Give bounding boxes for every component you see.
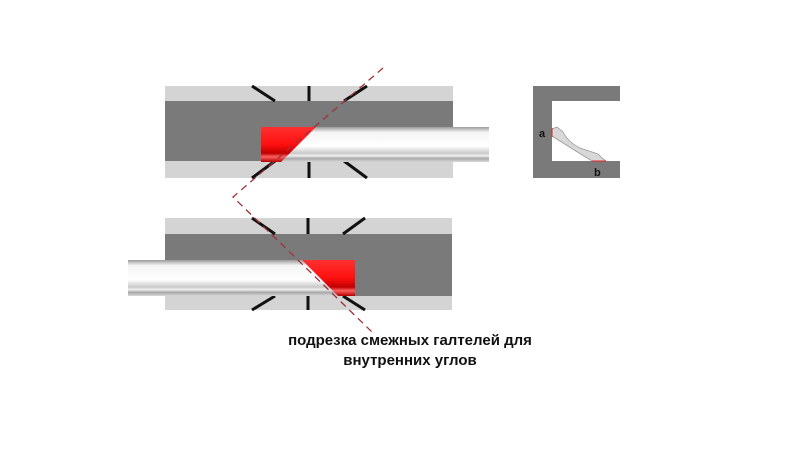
cut-line [232,67,384,333]
saw-slots [251,216,366,312]
profile-section: a b [533,86,620,179]
label-b: b [594,167,601,179]
caption-line-1: подрезка смежных галтелей для [288,332,532,349]
molding-profile [551,126,608,162]
bottom-cut-region [302,260,355,296]
top-miter-box [165,84,489,180]
caption-line-2: внутренних углов [343,352,477,369]
top-cut-region [261,127,316,162]
label-a: a [539,128,546,140]
bottom-miter-box [128,216,452,312]
